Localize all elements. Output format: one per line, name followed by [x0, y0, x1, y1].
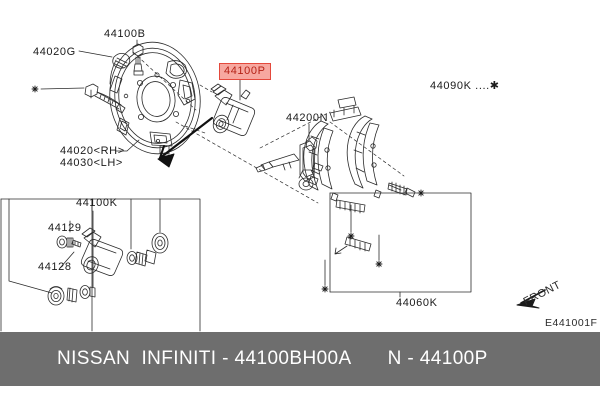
return-spring-middle	[335, 199, 366, 214]
front-direction-arrow	[520, 289, 546, 304]
part-label-44100P-highlighted[interactable]: 44100P	[219, 63, 271, 80]
part-label-44020G: 44020G	[33, 46, 76, 58]
part-label-44100K: 44100K	[76, 197, 118, 209]
dash-cyl-inlet	[199, 84, 213, 93]
inset-leader-lines	[8, 198, 161, 294]
dash-lever-to-shoe	[259, 111, 331, 149]
inset-box-44100K	[0, 198, 201, 332]
plug-grommet-part	[112, 53, 131, 69]
return-spring-upper	[387, 181, 416, 198]
brake-shoe-assembly	[303, 96, 382, 202]
footer-brand-and-part-number: NISSAN INFINITI - 44100BH00A	[57, 348, 352, 369]
dash-shoe-to-spring	[329, 121, 405, 177]
dash-plate-to-cylinder	[132, 51, 197, 111]
assembly-arrow-head	[157, 153, 175, 168]
mounting-bolt-part	[84, 83, 126, 114]
asterisk-markers	[31, 85, 425, 293]
main-leader-lines	[40, 39, 310, 206]
kit-bracket-44060K	[324, 192, 472, 298]
dash-short-a	[184, 125, 206, 134]
wheel-cylinder-part	[210, 83, 256, 136]
part-label-44100B: 44100B	[104, 28, 146, 40]
part-label-44060K: 44060K	[396, 297, 438, 309]
dash-plate-to-shoe	[175, 121, 319, 204]
footer-alt-part-number: N - 44100P	[387, 348, 488, 369]
return-spring-lower	[334, 236, 372, 255]
inset-cylinder-kit	[47, 227, 169, 306]
sheet-code-label: E441001F	[545, 317, 598, 329]
part-label-44020-rh-44030-lh: 44020<RH> 44030<LH>	[60, 145, 125, 169]
bleeder-screw-part	[132, 43, 144, 76]
part-label-44129: 44129	[48, 222, 82, 234]
part-label-44200N: 44200N	[286, 112, 329, 124]
part-label-44090K: 44090K ....✱	[430, 80, 500, 92]
backing-plate-part	[109, 41, 201, 155]
part-label-44128: 44128	[38, 261, 72, 273]
front-arrow-head	[516, 298, 540, 309]
footer-bar: NISSAN INFINITI - 44100BH00A N - 44100P	[0, 332, 600, 386]
